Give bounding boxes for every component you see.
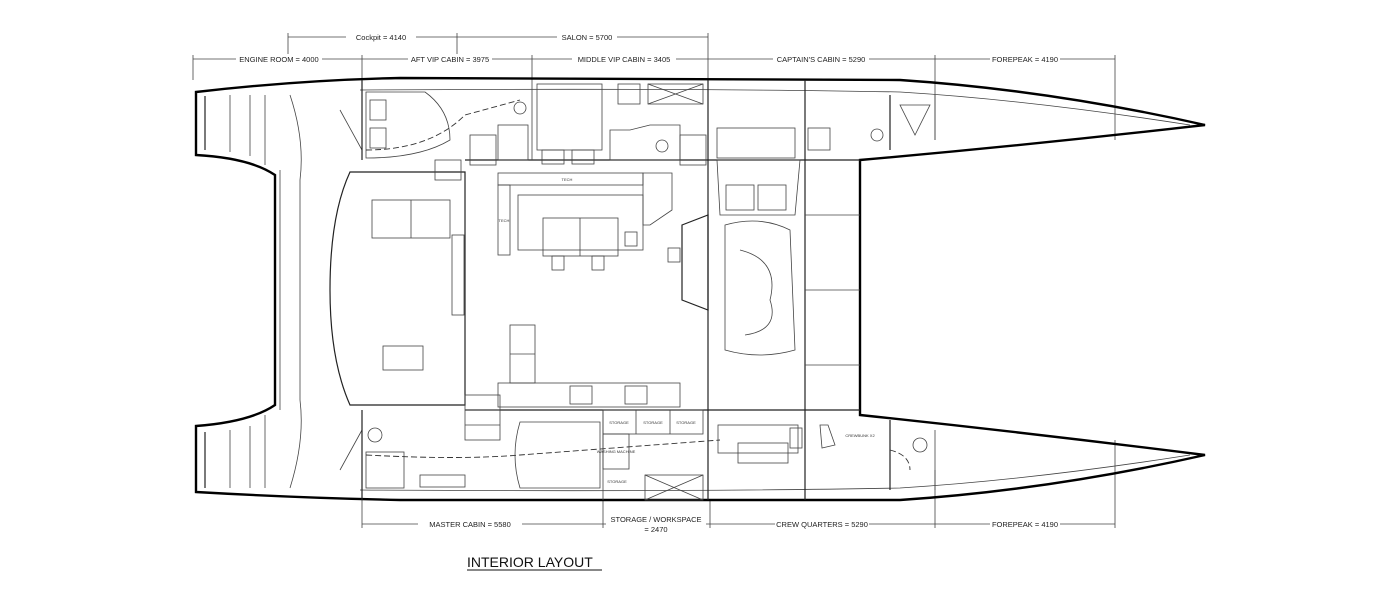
label-crewbunk: CREWBUNK X2 (845, 433, 875, 438)
label-storage-3: STORAGE (676, 420, 696, 425)
dimension-salon: SALON = 5700 (562, 33, 613, 42)
dimension-forepeak-bottom: FOREPEAK = 4190 (992, 520, 1058, 529)
dimension-storage-workspace-value: = 2470 (644, 525, 667, 534)
dimension-row-upper: Cockpit = 4140 SALON = 5700 (287, 31, 709, 78)
master-cabin: STORAGE STORAGE STORAGE WASHING MACHINE … (365, 409, 721, 501)
dimension-crew-quarters: CREW QUARTERS = 5290 (776, 520, 868, 529)
dimension-engine-room: ENGINE ROOM = 4000 (239, 55, 318, 64)
dimension-aft-vip-cabin: AFT VIP CABIN = 3975 (411, 55, 489, 64)
label-storage-2: STORAGE (643, 420, 663, 425)
dimension-middle-vip-cabin: MIDDLE VIP CABIN = 3405 (578, 55, 671, 64)
label-tech-1: TECH (562, 177, 573, 182)
hull-outline (194, 76, 1206, 502)
captains-cabin (716, 104, 931, 356)
salon: TECH TECH (464, 172, 709, 441)
dimension-master-cabin: MASTER CABIN = 5580 (429, 520, 511, 529)
dimension-storage-workspace: STORAGE / WORKSPACE (611, 515, 702, 524)
label-tech-2: TECH (499, 218, 510, 223)
dimension-cockpit: Cockpit = 4140 (356, 33, 406, 42)
crew-quarters: CREWBUNK X2 (717, 424, 928, 471)
cockpit (329, 109, 466, 471)
label-storage-1: STORAGE (609, 420, 629, 425)
dimension-row-bottom: MASTER CABIN = 5580 STORAGE / WORKSPACE … (361, 440, 1116, 535)
label-storage-4: STORAGE (607, 479, 627, 484)
drawing-title: INTERIOR LAYOUT (467, 554, 593, 570)
dimension-row-top: ENGINE ROOM = 4000 AFT VIP CABIN = 3975 … (192, 54, 1116, 140)
label-washing-machine: WASHING MACHINE (597, 449, 636, 454)
dimension-captains-cabin: CAPTAIN'S CABIN = 5290 (777, 55, 866, 64)
dimension-forepeak-top: FOREPEAK = 4190 (992, 55, 1058, 64)
aft-vip-cabin (365, 91, 529, 181)
middle-vip-cabin (536, 83, 707, 166)
